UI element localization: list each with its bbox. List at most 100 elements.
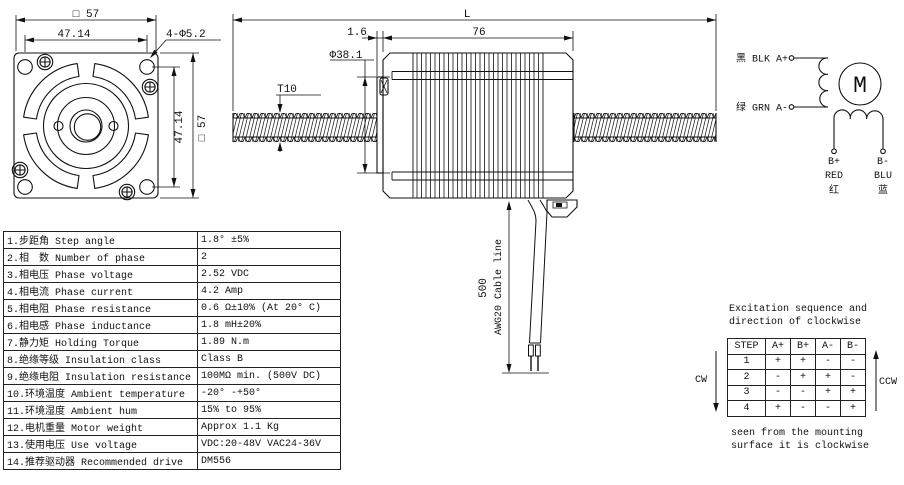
lead-a-plus-label: 黑 BLK A+ [736,53,788,66]
spec-value: 2.52 VDC [197,265,341,283]
b-plus-color-cn-label: 红 [829,183,839,197]
exc-cell: + [815,369,841,386]
assembly-screw-icon [118,183,136,201]
hub-circle [56,96,116,156]
table-row: 4 + - - + [727,400,866,417]
spec-label: 1.步距角 Step angle [3,231,198,249]
excitation-caption-line1: seen from the mounting [731,428,864,439]
excitation-title-line2: direction of clockwise [729,317,862,328]
ccw-arrow-icon [873,350,879,359]
shaft-bore [69,109,103,143]
spec-value: -20° -+50° [197,384,341,402]
table-row: 3 - - + + [727,384,866,401]
spec-value: 1.8 mH±20% [197,316,341,334]
rotation-direction-arrows [715,351,877,411]
b-minus-terminal-label: B- [877,157,889,168]
exc-cell: - [840,353,866,370]
table-row: 10.环境温度 Ambient temperature-20° -+50° [3,384,341,402]
spec-value: 1.8° ±5% [197,231,341,249]
exc-cell: - [815,400,841,417]
excitation-title-line1: Excitation sequence and [729,304,868,315]
exc-cell: + [790,353,816,370]
table-row: 2 - + + - [727,369,866,386]
hub-hole [108,120,119,132]
lead-screw-front [233,113,377,142]
hub-hole [53,120,64,132]
flange-outline [13,52,159,199]
spec-value: 2 [197,248,341,266]
spec-value: DM556 [197,452,341,470]
terminal-b-plus [831,148,837,155]
dim-hole-spacing-v-label: 47.14 [174,110,186,143]
spec-value: 1.89 N.m [197,333,341,351]
spec-label: 5.相电阻 Phase resistance [3,299,198,317]
phase-a-coil [818,57,829,108]
exc-cell: + [765,400,791,417]
dim-body-length-label: 76 [472,27,485,39]
exc-header-a-plus: A+ [765,338,791,355]
excitation-table: STEP A+ B+ A- B- 1 + + - - 2 - + + - 3 -… [727,338,866,417]
exc-cell: - [815,353,841,370]
front-view [11,52,159,201]
dim-outline-height-label: □ 57 [197,115,209,141]
dim-pilot-diameter-label: Φ38.1 [329,50,362,62]
face-slot-arcs [23,63,149,189]
cable [527,199,548,371]
exc-cell: + [790,369,816,386]
spec-value: Class B [197,350,341,368]
assembly-screw-icon [36,53,54,71]
wiring-diagram [788,55,886,155]
spec-value: 4.2 Amp [197,282,341,300]
b-plus-color-en-label: RED [825,171,843,182]
motor-body-outline [382,52,574,199]
cable-label: AWG20 Cable line [493,239,505,335]
lead-a-minus-label: 绿 GRN A- [736,101,788,115]
side-view [232,52,717,371]
spec-value: 0.6 Ω±10% (At 20° C) [197,299,341,317]
mounting-holes-note-label: 4-Φ5.2 [166,29,206,41]
exc-cell: - [790,400,816,417]
dim-overall-length-label: L [464,9,471,21]
exc-header-b-minus: B- [840,338,866,355]
phase-b-coil [833,109,884,120]
table-row: STEP A+ B+ A- B- [727,338,866,355]
ccw-label: CCW [879,377,898,388]
spec-label: 7.静力矩 Holding Torque [3,333,198,351]
mounting-hole [17,59,33,75]
exc-cell: + [840,384,866,401]
b-plus-terminal-label: B+ [828,157,840,168]
spec-label: 3.相电压 Phase voltage [3,265,198,283]
screw-thread-label: T10 [277,84,297,96]
terminal-a-minus [788,104,795,110]
spec-label: 11.环境湿度 Ambient hum [3,401,198,419]
exc-header-step: STEP [727,338,766,355]
front-view-dimensions [15,15,221,199]
spec-value: VDC:20-48V VAC24-36V [197,435,341,453]
exc-cell: + [840,400,866,417]
spec-value: Approx 1.1 Kg [197,418,341,436]
spec-value: 100MΩ min. (500V DC) [197,367,341,385]
table-row: 1 + + - - [727,353,866,370]
exc-cell: + [765,353,791,370]
cw-label: CW [695,375,708,386]
spec-label: 10.环境温度 Ambient temperature [3,384,198,402]
mounting-hole [17,179,33,195]
terminal-a-plus [788,55,795,61]
tie-rod-lines [391,71,573,181]
motor-symbol-label: M [853,73,867,99]
motor-circle [838,62,882,106]
excitation-title: Excitation sequence and direction of clo… [729,303,867,329]
exc-cell: + [815,384,841,401]
side-view-dimensions [232,14,717,374]
